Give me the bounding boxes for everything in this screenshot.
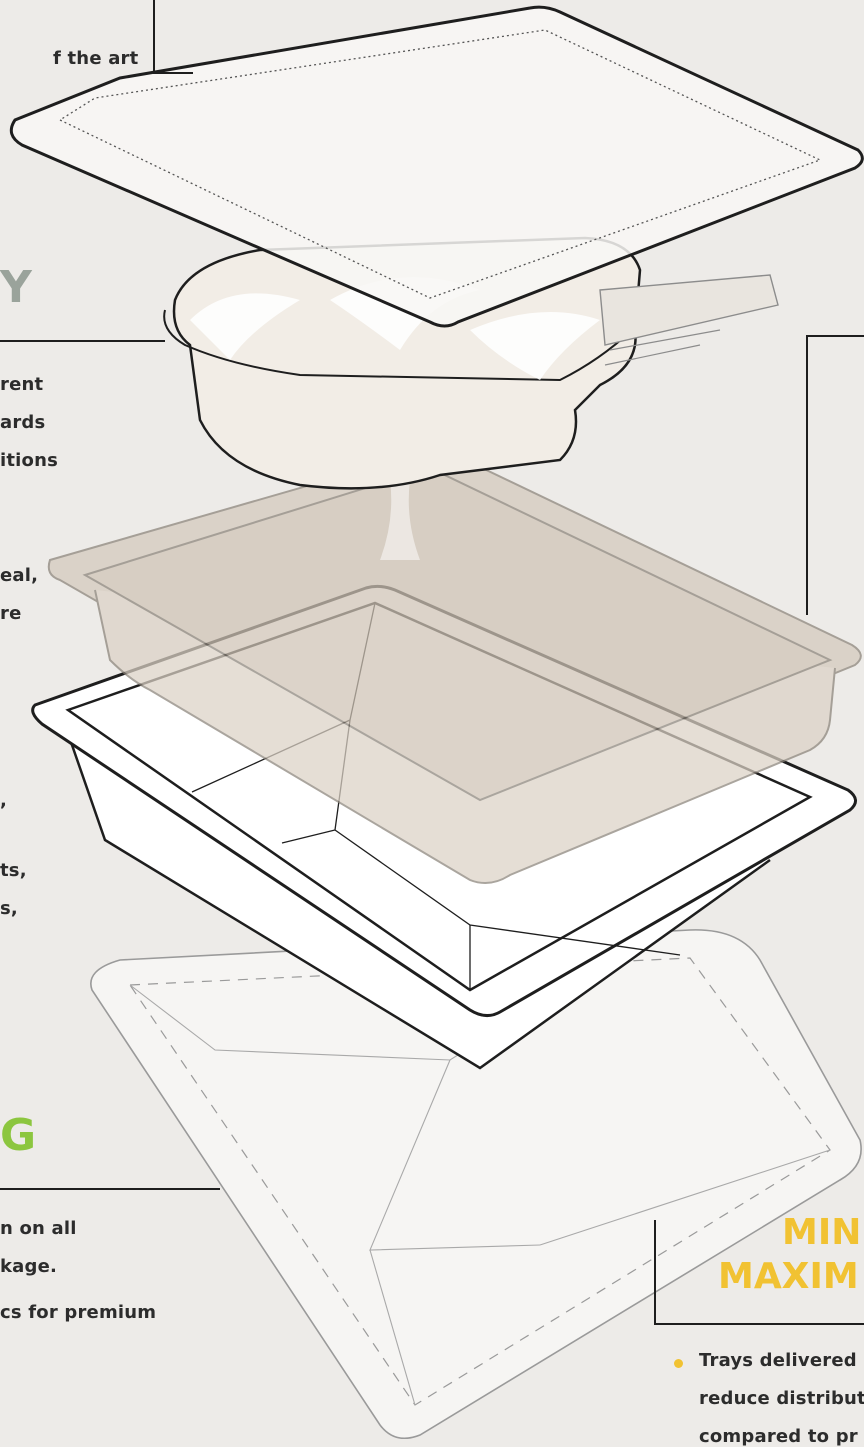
bullet-text-line: reduce distributi (699, 1388, 864, 1409)
heading-1: Y (0, 262, 32, 313)
leader-line-section-2 (0, 1188, 220, 1190)
text-line: re (0, 603, 22, 624)
text-line: kage. (0, 1256, 57, 1277)
text-line: , (0, 790, 7, 811)
bullet-dot-icon (674, 1359, 683, 1368)
text-line: cs for premium (0, 1302, 156, 1323)
leader-line-section-1 (0, 340, 165, 342)
top-text: f the art (53, 48, 138, 69)
right-heading-line-2: MAXIM (718, 1256, 859, 1297)
text-line: ards (0, 412, 45, 433)
leader-line-right-bottom-v (654, 1220, 656, 1325)
text-line: rent (0, 374, 43, 395)
heading-2: G (0, 1110, 36, 1161)
leader-line-right-bottom-h (654, 1323, 864, 1325)
bullet-text-line: Trays delivered (699, 1350, 857, 1371)
leader-line-top (153, 0, 155, 74)
leader-line-top-h (153, 72, 193, 74)
leader-line-right-vert (806, 335, 808, 615)
leader-line-right-top (806, 335, 864, 337)
text-line: eal, (0, 565, 38, 586)
right-heading-line-1: MIN (782, 1212, 861, 1253)
text-line: ts, (0, 860, 27, 881)
text-line: s, (0, 898, 18, 919)
text-line: itions (0, 450, 58, 471)
text-line: n on all (0, 1218, 77, 1239)
bullet-text-line: compared to pr (699, 1426, 858, 1447)
